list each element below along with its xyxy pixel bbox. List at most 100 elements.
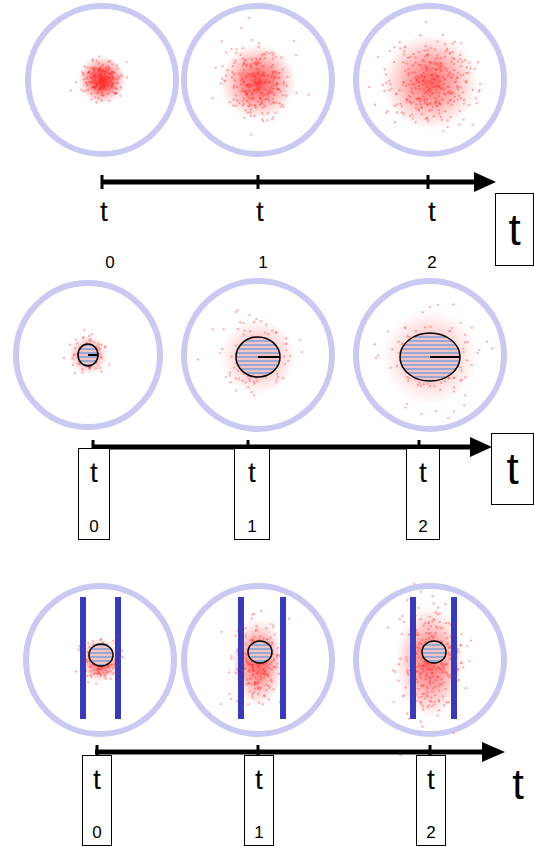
particle-dot <box>418 64 420 66</box>
particle-dot <box>252 639 254 641</box>
particle-dot <box>98 672 100 674</box>
particle-dot <box>476 102 478 104</box>
particle-dot <box>104 677 106 679</box>
particle-dot <box>430 61 432 63</box>
particle-dot <box>431 109 433 111</box>
particle-dot <box>92 75 94 77</box>
particle-dot <box>402 81 404 83</box>
particle-dot <box>436 105 438 107</box>
particle-dot <box>259 678 261 680</box>
particle-dot <box>460 366 462 368</box>
particle-dot <box>436 98 438 100</box>
particle-dot <box>439 389 441 391</box>
particle-dot <box>421 725 423 727</box>
particle-dot <box>427 628 429 630</box>
particle-dot <box>276 373 278 375</box>
particle-dot <box>472 89 474 91</box>
particle-dot <box>404 46 406 48</box>
particle-dot <box>437 666 439 668</box>
particle-dot <box>401 342 403 344</box>
particle-dot <box>404 406 406 408</box>
particle-dot <box>259 57 261 59</box>
particle-dot <box>420 74 422 76</box>
particle-dot <box>424 64 426 66</box>
particle-dot <box>449 99 451 101</box>
particle-dot <box>413 71 415 73</box>
particle-dot <box>406 403 408 405</box>
particle-dot <box>436 676 438 678</box>
particle-dot <box>102 641 104 643</box>
particle-dot <box>73 354 75 356</box>
particle-dot <box>453 63 455 65</box>
particle-dot <box>249 330 251 332</box>
particle-dot <box>420 685 422 687</box>
particle-dots <box>63 17 494 756</box>
particle-dot <box>463 102 465 104</box>
particle-dot <box>252 669 254 671</box>
particle-dot <box>88 81 90 83</box>
particle-dot <box>248 669 250 671</box>
particle-dot <box>285 95 287 97</box>
particle-dot <box>403 50 405 52</box>
particle-dot <box>261 112 263 114</box>
particle-dot <box>424 80 426 82</box>
particle-dot <box>275 112 277 114</box>
particle-dot <box>259 674 261 676</box>
particle-dot <box>262 669 264 671</box>
particle-dot <box>279 72 281 74</box>
particle-dot <box>460 97 462 99</box>
particle-dot <box>278 72 280 74</box>
particle-dot <box>426 70 428 72</box>
particle-dot <box>98 97 100 99</box>
particle-dot <box>101 79 103 81</box>
particle-dot <box>267 638 269 640</box>
particle-dot <box>231 355 233 357</box>
particle-dot <box>247 95 249 97</box>
particle-dot <box>452 303 454 305</box>
particle-dot <box>416 634 418 636</box>
particle-dot <box>267 75 269 77</box>
particle-dot <box>225 376 227 378</box>
particle-dot <box>100 674 102 676</box>
particle-dot <box>247 386 249 388</box>
particle-dot <box>259 97 261 99</box>
particle-dot <box>92 640 94 642</box>
particle-dot <box>87 642 89 644</box>
particle-dot <box>101 70 103 72</box>
particle-dot <box>257 72 259 74</box>
particle-dot <box>229 374 231 376</box>
particle-dot <box>264 88 266 90</box>
particle-dot <box>251 697 253 699</box>
particle-dot <box>441 65 443 67</box>
particle-dot <box>241 380 243 382</box>
particle-dot <box>72 364 74 366</box>
particle-dot <box>273 666 275 668</box>
particle-dot <box>415 79 417 81</box>
particle-dot <box>444 110 446 112</box>
particle-dot <box>440 63 442 65</box>
particle-dot <box>111 76 113 78</box>
particle-dot <box>276 666 278 668</box>
particle-dot <box>276 378 278 380</box>
particle-dot <box>241 72 243 74</box>
particle-dot <box>256 625 258 627</box>
particle-dot <box>454 81 456 83</box>
particle-dot <box>77 362 79 364</box>
particle-dot <box>271 668 273 670</box>
particle-dot <box>438 709 440 711</box>
particle-dot <box>253 80 255 82</box>
particle-dot <box>259 79 261 81</box>
particle-dot <box>260 676 262 678</box>
particle-dot <box>243 90 245 92</box>
particle-dot <box>233 73 235 75</box>
particle-dot <box>261 74 263 76</box>
particle-dot <box>244 667 246 669</box>
particle-dot <box>389 83 391 85</box>
particle-dot <box>260 54 262 56</box>
particle-dot <box>243 330 245 332</box>
particle-dot <box>235 389 237 391</box>
particle-dot <box>254 688 256 690</box>
particle-dot <box>285 337 287 339</box>
particle-dot <box>240 90 242 92</box>
